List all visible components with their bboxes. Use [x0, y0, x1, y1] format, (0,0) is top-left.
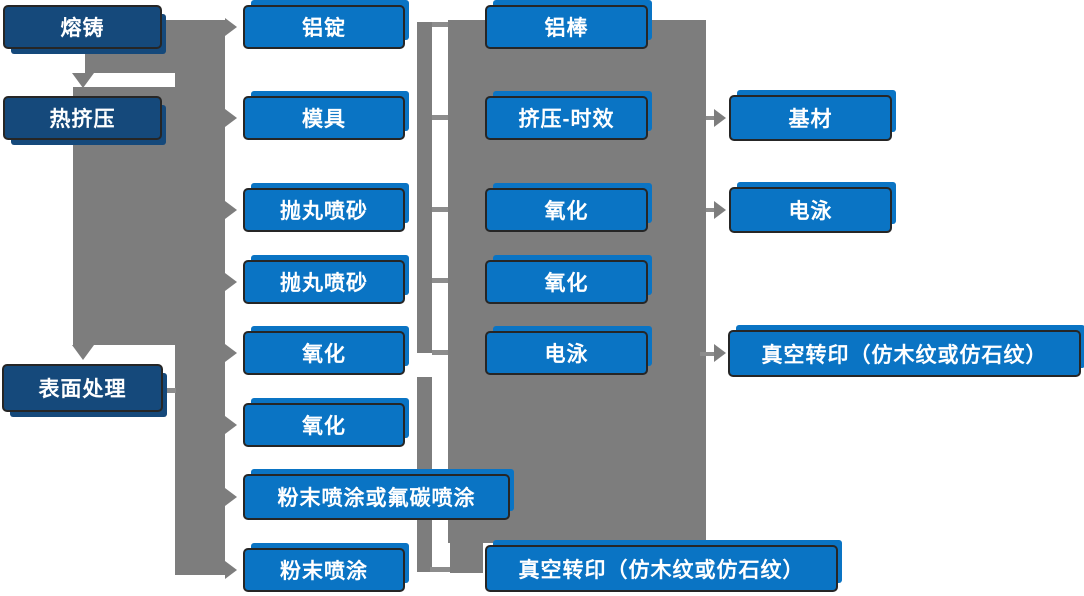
node-hot-extrusion: 热挤压 — [3, 96, 162, 140]
node-aluminum-ingot: 铝锭 — [243, 5, 405, 49]
node-melting-casting: 熔铸 — [3, 5, 162, 49]
node-powder-coating: 粉末喷涂 — [243, 548, 405, 592]
arrow-to-shot-blasting-2-icon — [225, 273, 237, 291]
node-electrophoresis-col3: 电泳 — [485, 331, 648, 375]
arrow-to-aluminum-ingot-icon — [225, 18, 237, 36]
node-vacuum-transfer-bottom: 真空转印（仿木纹或仿石纹） — [485, 545, 838, 592]
arrow-stem-to-vacuum-transfer — [700, 352, 715, 356]
arrow-to-oxidation-col2-2-icon — [225, 416, 237, 434]
arrow-to-mold-icon — [225, 109, 237, 127]
arrow-to-powder-or-fluorocarbon-icon — [225, 488, 237, 506]
mid-link-row5 — [432, 350, 448, 355]
node-oxidation-col3-2: 氧化 — [485, 260, 648, 304]
mid-narrow-bar-upper — [417, 22, 432, 353]
node-electrophoresis-col4: 电泳 — [729, 187, 892, 233]
arrow-to-oxidation-col2-1-icon — [225, 344, 237, 362]
mid-link-bottom — [430, 567, 450, 572]
mid-wide-bar-bottom-stub — [450, 543, 483, 573]
node-shot-blasting-2: 抛丸喷砂 — [243, 260, 405, 304]
node-oxidation-col2-1: 氧化 — [243, 331, 405, 375]
node-extrusion-aging: 挤压-时效 — [485, 96, 648, 140]
surface-treatment-link — [162, 388, 176, 393]
node-oxidation-col3-1: 氧化 — [485, 188, 648, 232]
mid-link-row1 — [432, 22, 448, 27]
node-surface-treatment: 表面处理 — [2, 364, 163, 412]
node-base-material: 基材 — [729, 95, 892, 141]
node-powder-or-fluorocarbon-coating: 粉末喷涂或氟碳喷涂 — [243, 474, 510, 520]
node-mold: 模具 — [243, 96, 405, 140]
arrow-stem-to-electrophoresis — [706, 208, 715, 212]
arrow-down-to-hot-extrusion-icon — [72, 73, 94, 88]
arrow-to-vacuum-transfer-icon — [714, 344, 726, 362]
node-shot-blasting-1: 抛丸喷砂 — [243, 188, 405, 232]
arrow-to-base-material-icon — [714, 109, 726, 127]
node-aluminum-rod: 铝棒 — [485, 5, 648, 49]
node-oxidation-col2-2: 氧化 — [243, 403, 405, 447]
node-vacuum-transfer-right: 真空转印（仿木纹或仿石纹） — [728, 330, 1081, 377]
arrow-to-electrophoresis-icon — [714, 201, 726, 219]
arrow-to-powder-coating-icon — [225, 561, 237, 579]
arrow-to-shot-blasting-1-icon — [225, 201, 237, 219]
mid-link-row3 — [432, 207, 448, 212]
arrow-down-to-surface-treatment-icon — [72, 345, 94, 360]
mid-link-row2 — [432, 115, 448, 120]
arrow-stem-to-base-material — [706, 116, 715, 120]
mid-link-row4 — [432, 278, 448, 283]
